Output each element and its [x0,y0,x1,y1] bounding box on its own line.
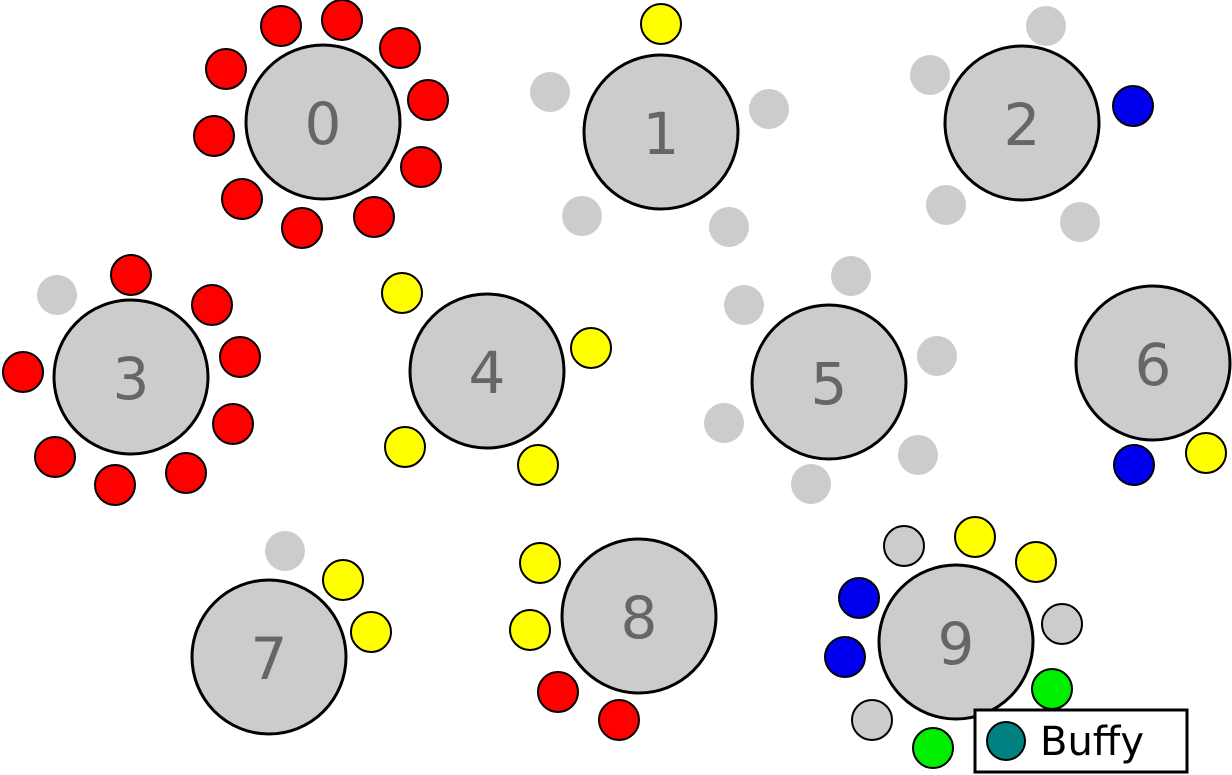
seat-yellow-t4-1 [570,327,612,369]
seat-red-t3-1 [191,284,233,326]
table-2: 2 [910,6,1154,242]
table-number-9: 9 [938,610,975,678]
seat-yellow-t4-3 [384,426,426,468]
seat-red-t8-2 [537,671,579,713]
seat-yellow-t6-0 [1185,432,1227,474]
table-circle-5 [750,303,908,461]
table-number-1: 1 [643,100,680,168]
seat-empty-t5-0 [831,256,871,296]
table-number-7: 7 [251,625,288,693]
table-number-2: 2 [1004,91,1041,159]
seat-yellow-t8-1 [509,609,551,651]
seat-yellow-t7-1 [322,559,364,601]
table-circle-3 [52,298,210,456]
seat-yellow-t9-0 [954,516,996,558]
seat-yellow-t9-1 [1015,541,1057,583]
table-circle-7 [190,578,348,736]
table-7: 7 [190,531,392,736]
seat-red-t0-2 [379,27,421,69]
seat-empty-t5-1 [917,336,957,376]
table-circle-8 [560,537,718,695]
seat-red-t0-5 [353,196,395,238]
seat-blue-t9-7 [838,577,880,619]
seat-yellow-t4-2 [517,444,559,486]
table-5: 5 [704,256,957,504]
seat-empty-t1-4 [530,72,570,112]
seat-empty-t1-1 [749,89,789,129]
seat-empty-ringed-t9-2 [1041,603,1083,645]
seat-red-t3-2 [219,336,261,378]
seat-empty-t2-4 [910,55,950,95]
seat-red-t3-4 [165,452,207,494]
legend-swatch-buffy [986,721,1026,761]
table-4: 4 [381,272,612,486]
table-number-3: 3 [113,345,150,413]
seat-red-t8-3 [598,699,640,741]
seat-red-t0-4 [400,146,442,188]
seat-blue-t6-1 [1113,444,1155,486]
seat-red-t0-8 [193,115,235,157]
table-number-6: 6 [1135,331,1172,399]
seat-yellow-t1-0 [640,3,682,45]
seat-red-t0-9 [205,48,247,90]
seat-yellow-t4-0 [381,272,423,314]
seat-red-t0-1 [321,0,363,41]
seat-empty-ringed-t9-8 [883,525,925,567]
table-1: 1 [530,3,789,247]
table-circle-4 [408,292,566,450]
seat-empty-t5-4 [704,403,744,443]
table-circle-0 [244,43,402,201]
seat-red-t3-7 [2,351,44,393]
seat-empty-t1-3 [562,196,602,236]
table-number-5: 5 [811,350,848,418]
seat-red-t3-0 [110,254,152,296]
seat-red-t3-3 [212,403,254,445]
seat-blue-t9-6 [824,636,866,678]
table-3: 3 [2,254,261,506]
seat-green-t9-4 [912,727,954,769]
seat-red-t0-7 [221,178,263,220]
seat-red-t0-0 [260,5,302,47]
seat-empty-t5-3 [791,464,831,504]
seat-empty-t2-3 [926,185,966,225]
seat-red-t0-3 [407,79,449,121]
seat-red-t0-6 [281,207,323,249]
seat-empty-t5-5 [724,285,764,325]
table-circle-9 [877,563,1035,721]
seat-empty-ringed-t9-5 [851,699,893,741]
legend-label-buffy: Buffy [1040,719,1144,765]
table-circle-6 [1074,284,1232,442]
seat-empty-t1-2 [709,207,749,247]
seat-empty-t2-0 [1026,6,1066,46]
seat-empty-t2-2 [1060,202,1100,242]
seat-red-t3-5 [94,464,136,506]
seat-red-t3-6 [34,436,76,478]
table-number-0: 0 [305,90,342,158]
seat-blue-t2-1 [1112,85,1154,127]
seat-empty-t3-8 [37,275,77,315]
table-8: 8 [509,537,718,741]
table-circle-2 [943,44,1101,202]
table-circle-1 [582,53,740,211]
seat-empty-t7-0 [265,531,305,571]
seat-yellow-t8-0 [519,542,561,584]
legend: Buffy [973,708,1189,774]
table-number-8: 8 [621,584,658,652]
seat-green-t9-3 [1031,668,1073,710]
seat-yellow-t7-2 [350,611,392,653]
table-number-4: 4 [469,339,506,407]
seat-empty-t5-2 [898,435,938,475]
table-0: 0 [193,0,449,249]
table-6: 6 [1074,284,1232,486]
